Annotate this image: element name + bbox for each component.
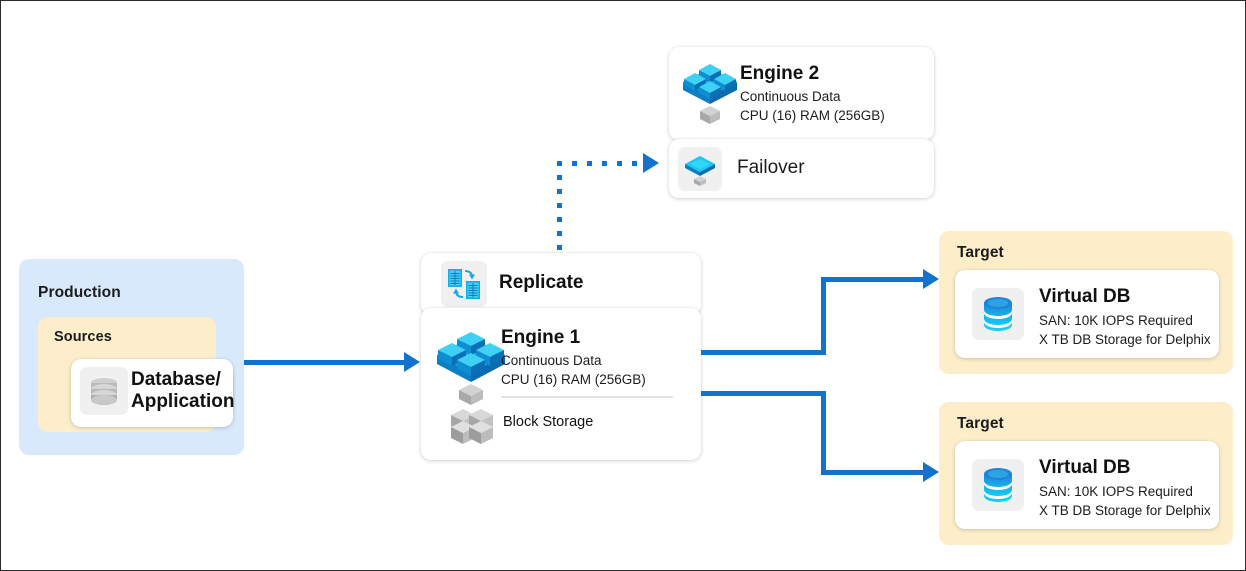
sources-label: Sources	[54, 329, 112, 345]
source-card-label: Database/ Application	[131, 369, 234, 413]
arrow-engine1-to-target-1	[701, 267, 946, 362]
failover-label: Failover	[737, 157, 805, 178]
target-group-2: Target Vi	[939, 402, 1233, 545]
replicate-icon	[448, 269, 480, 299]
engine2-specs: CPU (16) RAM (256GB)	[740, 108, 885, 123]
replicate-card[interactable]: Replicate	[421, 253, 701, 315]
engine2-subtitle: Continuous Data	[740, 89, 841, 104]
block-storage-icon	[450, 405, 500, 449]
engine1-title: Engine 1	[501, 327, 581, 348]
database-icon-tile	[80, 367, 128, 415]
target-label-2: Target	[957, 415, 1004, 432]
engine1-card[interactable]: Engine 1 Continuous Data CPU (16) RAM (2…	[421, 308, 701, 460]
source-card-database-application[interactable]: Database/ Application	[71, 359, 234, 427]
engine1-specs: CPU (16) RAM (256GB)	[501, 372, 646, 387]
arrow-production-to-engine1	[244, 352, 424, 372]
failover-card[interactable]: Failover	[669, 139, 934, 198]
target-group-1: Target Vi	[939, 231, 1233, 374]
arrow-engine1-to-target-2	[701, 391, 946, 486]
target-line1-1: SAN: 10K IOPS Required	[1039, 313, 1193, 328]
target-line2-1: X TB DB Storage for Delphix	[1039, 332, 1211, 347]
production-group: Production Sources Database/	[19, 259, 244, 455]
target-title-2: Virtual DB	[1039, 457, 1131, 478]
virtual-db-icon	[984, 468, 1012, 502]
engine1-subtitle: Continuous Data	[501, 353, 602, 368]
failover-icon-tile	[678, 147, 722, 191]
engine2-icon	[679, 58, 741, 128]
virtual-db-icon-tile-2	[972, 459, 1024, 511]
engine1-divider	[501, 396, 673, 398]
target-label-1: Target	[957, 244, 1004, 261]
engine2-card[interactable]: Engine 2 Continuous Data CPU (16) RAM (2…	[669, 47, 934, 140]
virtual-db-icon	[984, 297, 1012, 331]
block-storage-label: Block Storage	[503, 414, 594, 430]
virtual-db-icon-tile-1	[972, 288, 1024, 340]
failover-diamond-icon	[685, 156, 715, 186]
replicate-icon-tile	[441, 261, 487, 307]
target-line2-2: X TB DB Storage for Delphix	[1039, 503, 1211, 518]
target-card-1[interactable]: Virtual DB SAN: 10K IOPS Required X TB D…	[955, 270, 1219, 358]
dotted-arrow-replicate-to-failover	[549, 153, 674, 264]
source-card-label-line1: Database/	[131, 369, 221, 390]
target-line1-2: SAN: 10K IOPS Required	[1039, 484, 1193, 499]
engine1-icon	[431, 324, 511, 408]
production-label: Production	[38, 284, 121, 301]
source-card-label-line2: Application	[131, 390, 235, 412]
target-card-2[interactable]: Virtual DB SAN: 10K IOPS Required X TB D…	[955, 441, 1219, 529]
database-grey-icon	[91, 378, 117, 405]
dotted-arrow-head	[643, 153, 659, 173]
engine2-title: Engine 2	[740, 63, 820, 84]
replicate-label: Replicate	[499, 272, 584, 293]
target-title-1: Virtual DB	[1039, 286, 1131, 307]
